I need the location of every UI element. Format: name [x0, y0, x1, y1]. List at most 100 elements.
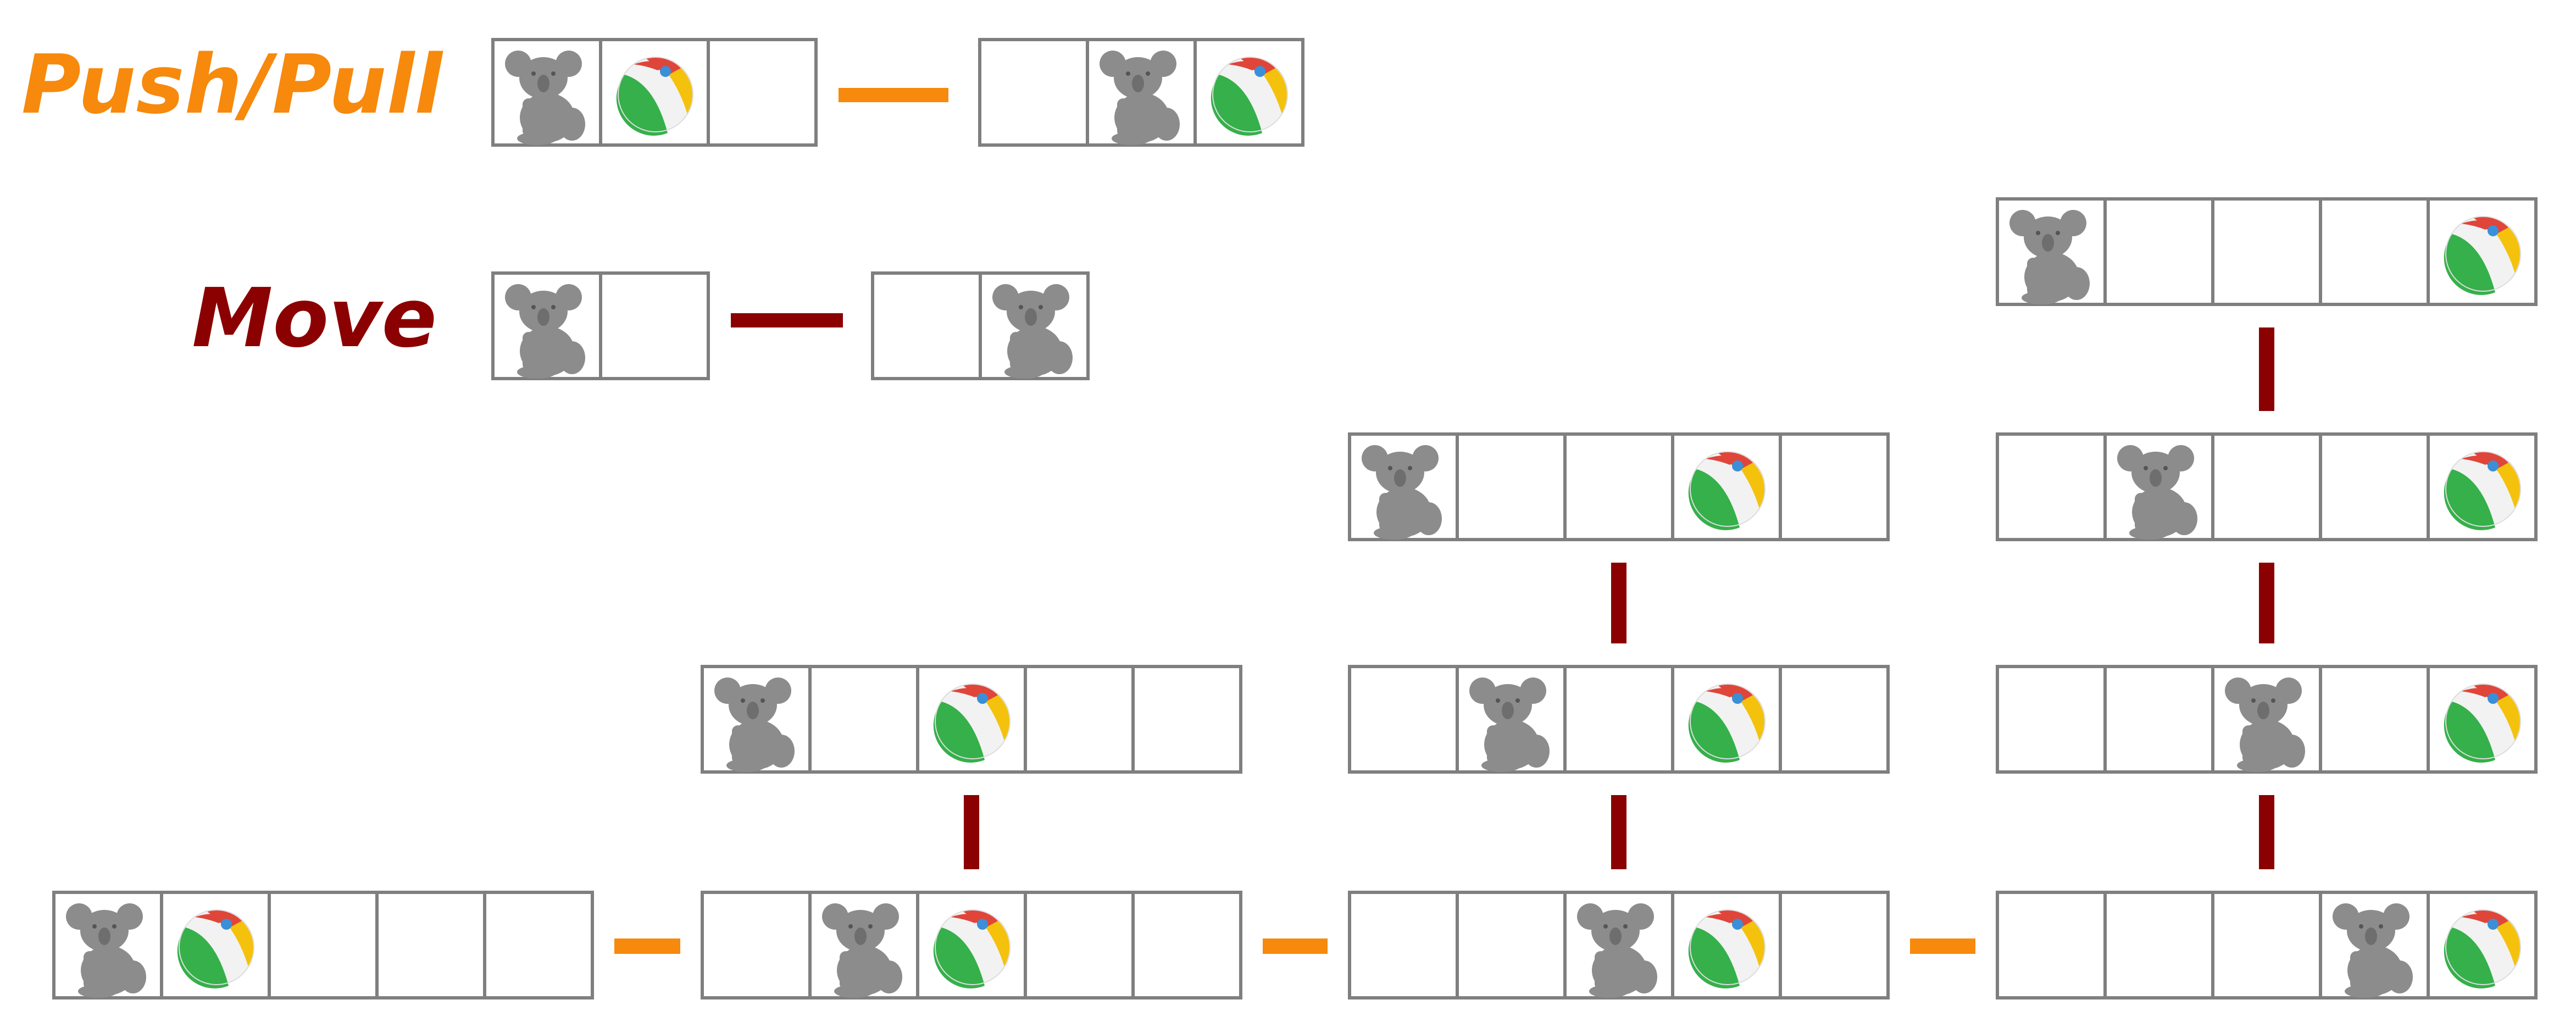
koala-icon [505, 284, 585, 379]
koala-eye [112, 924, 116, 929]
move-connector [964, 795, 979, 869]
koala-nose [98, 928, 110, 945]
beach-ball-icon [2444, 684, 2521, 763]
state-strip [1996, 665, 2538, 774]
koala-eye [1496, 698, 1500, 703]
ball-outline [1690, 451, 1766, 527]
grid-cell [1779, 891, 1890, 999]
koala-icon [714, 677, 795, 772]
koala-eye [741, 698, 745, 703]
koala-feet [2345, 985, 2384, 998]
grid-cell [1348, 891, 1459, 999]
push-pull-label: Push/Pull [21, 37, 442, 132]
koala-nose [2150, 469, 2162, 487]
ball-yellow-panel [2496, 695, 2521, 741]
koala-eye [551, 71, 556, 76]
koala-arm [2027, 258, 2039, 296]
ball-yellow-panel [669, 68, 693, 114]
koala-feet [1481, 759, 1521, 772]
koala-icon [2117, 445, 2197, 540]
grid-cell [1456, 891, 1567, 999]
grid-cell [808, 665, 919, 774]
ball-outline [179, 909, 254, 985]
push-pull-connector [614, 938, 680, 954]
koala-back [1046, 341, 1073, 374]
koala-feet [1004, 365, 1044, 379]
state-strip [701, 891, 1242, 999]
koala-feet [2237, 759, 2277, 772]
grid-cell [2103, 665, 2214, 774]
beach-ball-icon [1211, 57, 1288, 136]
move-connector [1611, 795, 1626, 869]
koala-eye [551, 305, 556, 309]
grid-cell [1563, 665, 1674, 774]
grid-cell [1563, 432, 1674, 541]
move-connector [1611, 563, 1626, 643]
koala-eye [868, 924, 873, 929]
koala-icon [66, 903, 146, 998]
grid-cell [483, 891, 594, 999]
ball-valve [660, 66, 671, 77]
ball-valve [977, 919, 988, 930]
grid-cell [1779, 665, 1890, 774]
koala-nose [2257, 702, 2269, 719]
beach-ball-icon [616, 57, 693, 136]
koala-back [120, 960, 146, 993]
ball-valve [1254, 66, 1265, 77]
koala-feet [2022, 291, 2061, 304]
koala-eye [92, 924, 97, 929]
koala-nose [537, 75, 549, 92]
koala-arm [1010, 332, 1022, 370]
state-strip [1996, 891, 2538, 999]
koala-nose [1609, 928, 1622, 945]
koala-eye [2036, 231, 2040, 235]
move-label: Move [192, 271, 437, 365]
koala-arm [523, 332, 535, 370]
koala-eye [1039, 305, 1043, 309]
state-strip [1348, 891, 1890, 999]
ball-valve [2488, 460, 2499, 471]
grid-cell [2319, 432, 2430, 541]
koala-eye [2379, 924, 2383, 929]
grid-cell [701, 891, 812, 999]
ball-valve [2488, 919, 2499, 930]
koala-arm [2135, 493, 2147, 531]
beach-ball-icon [933, 909, 1011, 988]
ball-outline [935, 684, 1011, 759]
koala-eye [1408, 466, 1412, 470]
koala-arm [1117, 98, 1129, 137]
ball-yellow-panel [986, 921, 1010, 967]
state-strip [1348, 665, 1890, 774]
koala-eye [1623, 924, 1628, 929]
grid-cell [268, 891, 379, 999]
koala-icon [992, 284, 1073, 379]
beach-ball-icon [1688, 684, 1766, 763]
koala-icon [2009, 210, 2090, 304]
koala-nose [854, 928, 867, 945]
koala-feet [517, 365, 557, 379]
koala-feet [834, 985, 874, 998]
grid-cell [2211, 891, 2322, 999]
push-pull-connector [839, 88, 948, 102]
ball-outline [2445, 909, 2521, 985]
ball-valve [2488, 225, 2499, 236]
koala-eye [1146, 71, 1150, 76]
grid-cell [1779, 432, 1890, 541]
koala-back [559, 108, 585, 141]
koala-eye [2144, 466, 2148, 470]
koala-feet [517, 132, 557, 145]
koala-feet [1589, 985, 1629, 998]
grid-cell [1131, 665, 1242, 774]
move-after-strip [871, 271, 1090, 380]
koala-nose [1394, 469, 1406, 487]
koala-back [1415, 502, 1442, 535]
koala-icon [1577, 903, 1657, 998]
koala-back [2279, 735, 2305, 768]
koala-back [1523, 735, 1550, 768]
push-pull-after-strip [978, 38, 1304, 147]
koala-nose [1502, 702, 1514, 719]
push-pull-connector [1263, 938, 1328, 954]
koala-nose [2042, 234, 2054, 252]
ball-yellow-panel [1741, 463, 1765, 509]
beach-ball-icon [1688, 909, 1766, 988]
